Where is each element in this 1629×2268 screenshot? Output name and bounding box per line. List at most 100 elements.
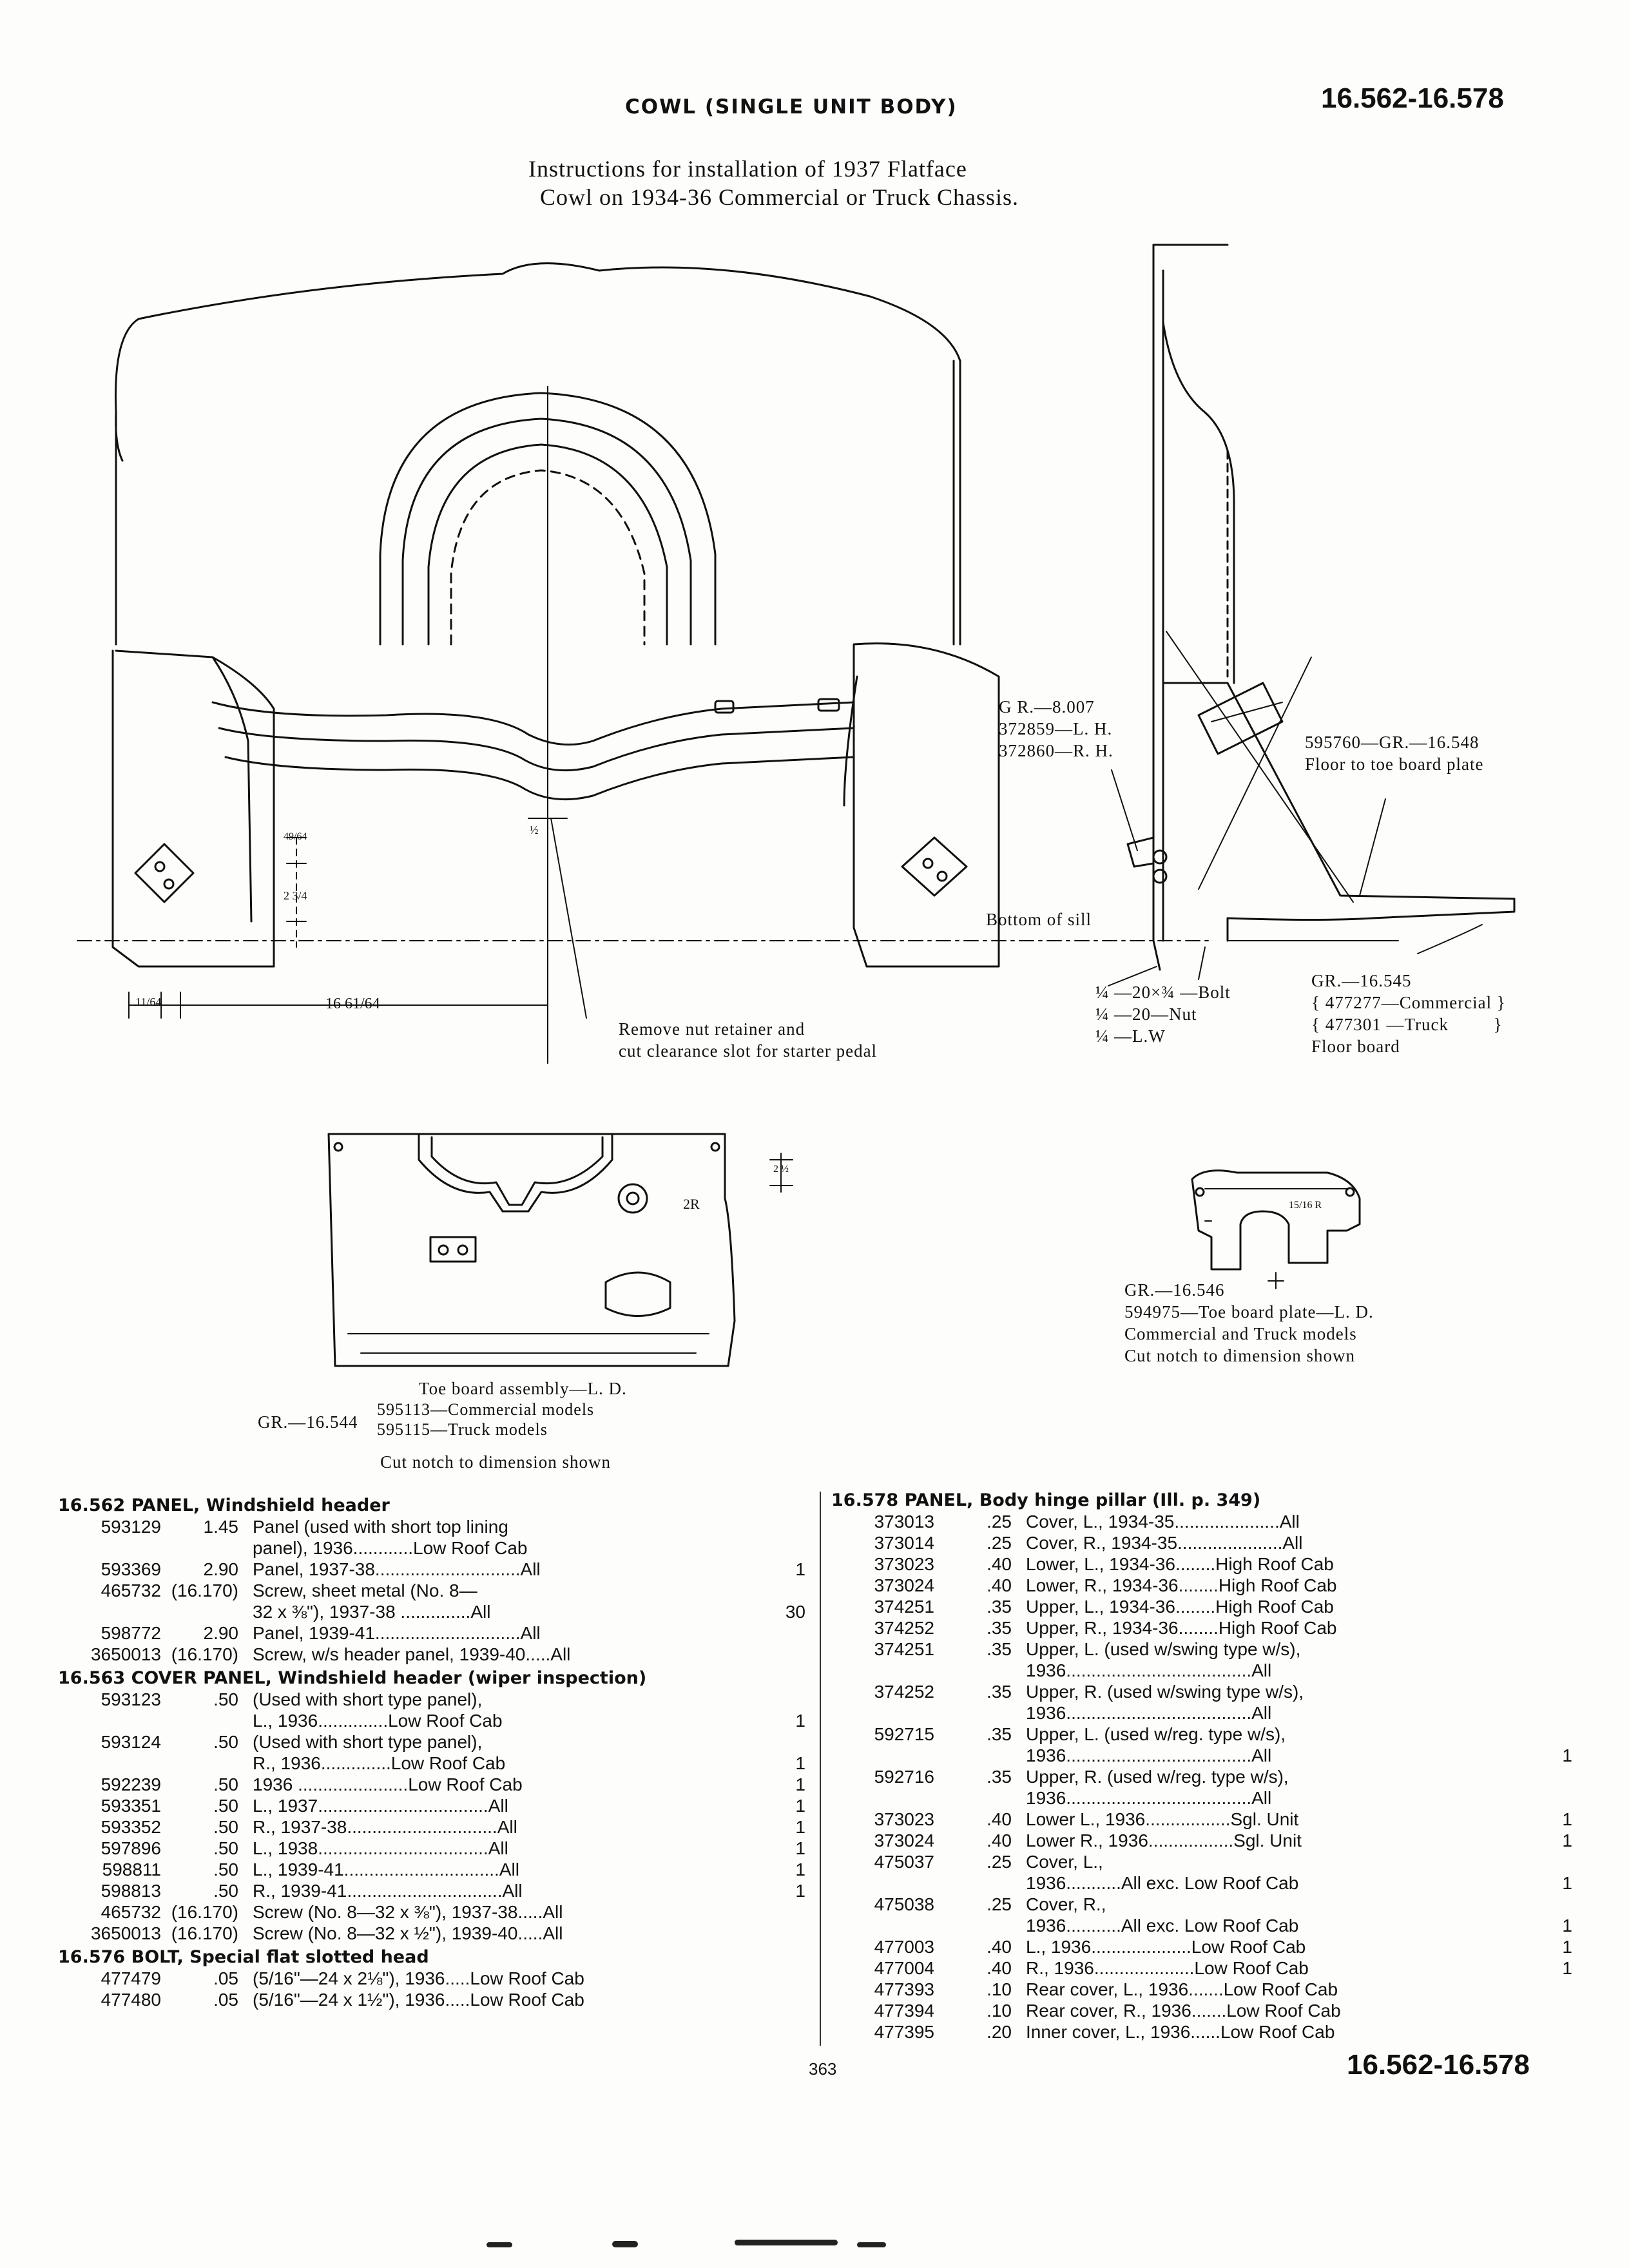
label-cut-notch: Cut notch to dimension shown [380, 1452, 611, 1472]
part-number: 373014 [874, 1533, 934, 1553]
list-item-continuation: 1936....................................… [831, 1660, 1572, 1681]
price: .50 [213, 1689, 238, 1709]
price: .50 [213, 1732, 238, 1752]
quantity: 1 [795, 1881, 805, 1901]
description: 1936....................................… [1026, 1788, 1272, 1808]
part-number: 3650013 [90, 1644, 161, 1664]
price: .40 [987, 1958, 1012, 1978]
quantity: 1 [1562, 1831, 1572, 1850]
section-code: 16.563 [58, 1668, 126, 1688]
description: Screw (No. 8—32 x ½"), 1939-40.....All [253, 1923, 563, 1943]
scan-mark [857, 2242, 886, 2247]
description: Cover, R., [1026, 1894, 1106, 1914]
list-item: 3650013(16.170)Screw, w/s header panel, … [58, 1644, 805, 1665]
description: Inner cover, L., 1936......Low Roof Cab [1026, 2022, 1335, 2042]
description: Screw, sheet metal (No. 8— [253, 1581, 477, 1600]
quantity [782, 1731, 805, 1753]
description: Upper, R. (used w/reg. type w/s), [1026, 1767, 1289, 1787]
quantity [782, 1516, 805, 1537]
list-item-continuation: 1936....................................… [831, 1745, 1572, 1766]
quantity [1549, 1894, 1572, 1915]
quantity [1549, 1702, 1572, 1724]
price: .25 [987, 1894, 1012, 1914]
part-number: 477394 [874, 2001, 934, 2021]
quantity: 1 [795, 1753, 805, 1773]
part-number: 598772 [101, 1623, 161, 1643]
label-gr-16544: GR.—16.544 [258, 1412, 358, 1432]
toe-board [1162, 682, 1516, 942]
description: Upper, R., 1934-36........High Roof Cab [1026, 1618, 1337, 1638]
price: .40 [987, 1575, 1012, 1595]
description: Cover, L., [1026, 1852, 1103, 1872]
quantity [1549, 1596, 1572, 1617]
label-gr-8007: G R.—8.007 372859—L. H. 372860—R. H. [999, 697, 1113, 760]
price: .40 [987, 1831, 1012, 1850]
quantity [1549, 1617, 1572, 1639]
price: .25 [987, 1512, 1012, 1532]
dimension-16-61-64: 16 61/64 [325, 995, 380, 1012]
price: .35 [987, 1597, 1012, 1617]
quantity [1549, 1532, 1572, 1553]
part-number: 592716 [874, 1767, 934, 1787]
part-number: 3650013 [90, 1923, 161, 1943]
description: Rear cover, L., 1936.......Low Roof Cab [1026, 1979, 1338, 1999]
list-item: 593124.50(Used with short type panel), [58, 1731, 805, 1753]
description: Lower, R., 1934-36........High Roof Cab [1026, 1575, 1337, 1595]
description: Upper, L. (used w/swing type w/s), [1026, 1639, 1301, 1659]
quantity: 1 [795, 1838, 805, 1858]
part-number: 592239 [101, 1774, 161, 1794]
quantity [782, 1537, 805, 1559]
description: Panel, 1937-38..........................… [253, 1559, 541, 1579]
quantity [782, 1644, 805, 1665]
description: L., 1936..............Low Roof Cab [253, 1711, 503, 1731]
quantity [782, 1622, 805, 1644]
part-number: 597896 [101, 1838, 161, 1858]
price: .05 [213, 1968, 238, 1988]
price: .10 [987, 2001, 1012, 2021]
label-gr-16544-models: 595113—Commercial models 595115—Truck mo… [377, 1400, 595, 1439]
label-toe-board-assembly: Toe board assembly—L. D. [419, 1379, 627, 1398]
intro-line-1: Instructions for installation of 1937 Fl… [528, 156, 967, 182]
part-number: 593129 [101, 1517, 161, 1537]
part-number: 373024 [874, 1575, 934, 1595]
quantity [1549, 1575, 1572, 1596]
quantity [1549, 1766, 1572, 1787]
price: .40 [987, 1937, 1012, 1957]
section-range-bottom: 16.562-16.578 [1347, 2049, 1530, 2081]
section-heading: 16.562 PANEL, Windshield header [58, 1495, 805, 1516]
quantity [782, 1580, 805, 1601]
list-item: 465732(16.170)Screw (No. 8—32 x ⅜"), 193… [58, 1901, 805, 1923]
part-number: 592715 [874, 1724, 934, 1744]
dimension-2-3-4: 2 3/4 [284, 889, 307, 902]
quantity: 1 [1562, 1937, 1572, 1957]
price: (16.170) [171, 1923, 238, 1943]
description: L., 1936....................Low Roof Cab [1026, 1937, 1306, 1957]
description: Upper, R. (used w/swing type w/s), [1026, 1682, 1304, 1702]
description: Lower R., 1936.................Sgl. Unit [1026, 1831, 1302, 1850]
list-item: 477480.05(5/16"—24 x 1½"), 1936.....Low … [58, 1989, 805, 2010]
description: 1936 ......................Low Roof Cab [253, 1774, 523, 1794]
column-divider [820, 1492, 821, 2046]
quantity [1549, 1660, 1572, 1681]
quantity: 1 [1562, 1958, 1572, 1978]
quantity [1549, 1787, 1572, 1809]
list-item: 465732(16.170)Screw, sheet metal (No. 8— [58, 1580, 805, 1601]
part-number: 477395 [874, 2022, 934, 2042]
description: L., 1939-41.............................… [253, 1860, 519, 1879]
